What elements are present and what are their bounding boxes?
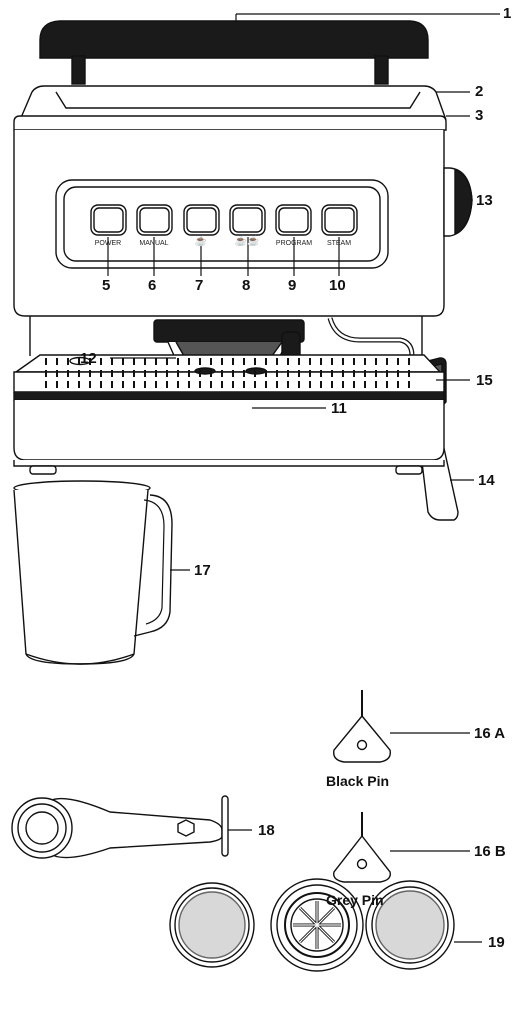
callout-18: 18 [258, 822, 275, 839]
callout-16a: 16 A [474, 725, 506, 742]
callout-10: 10 [329, 277, 346, 294]
callout-19: 19 [488, 934, 505, 951]
callout-5: 5 [102, 277, 111, 294]
callout-14: 14 [478, 472, 495, 489]
callout-8: 8 [242, 277, 251, 294]
measuring-scoop-tamper [11, 795, 229, 859]
callout-11: 11 [331, 400, 347, 417]
callout-6: 6 [148, 277, 157, 294]
callout-3: 3 [475, 107, 484, 124]
water-tank-lid [13, 85, 447, 131]
callout-15: 15 [476, 372, 493, 389]
grey-pin-label: Grey Pin [326, 892, 384, 908]
program-label: PROGRAM [275, 240, 313, 247]
callout-1: 1 [503, 5, 512, 22]
callout-7: 7 [195, 277, 204, 294]
pin-16a [333, 690, 391, 763]
top-handle [39, 20, 429, 85]
callout-16b: 16 B [474, 843, 506, 860]
filter-baskets [169, 878, 455, 972]
callout-leaders [107, 13, 500, 943]
drip-tray-grate [45, 358, 410, 388]
black-pin-label: Black Pin [326, 773, 390, 789]
callout-9: 9 [288, 277, 297, 294]
callout-17: 17 [194, 562, 211, 579]
pin-16b [333, 812, 391, 883]
drip-tray [13, 354, 445, 475]
single-cup-icon: ☕ [194, 236, 208, 247]
frothing-jug [13, 480, 173, 665]
double-cup-icon: ☕☕ [234, 236, 260, 247]
steam-knob [443, 167, 473, 237]
manual-label: MANUAL [139, 240, 169, 247]
steam-label: STEAM [326, 240, 352, 247]
power-label: POWER [94, 240, 122, 247]
callout-12: 12 [80, 350, 97, 367]
callout-13: 13 [476, 192, 493, 209]
callout-2: 2 [475, 83, 484, 100]
control-buttons [90, 204, 358, 236]
